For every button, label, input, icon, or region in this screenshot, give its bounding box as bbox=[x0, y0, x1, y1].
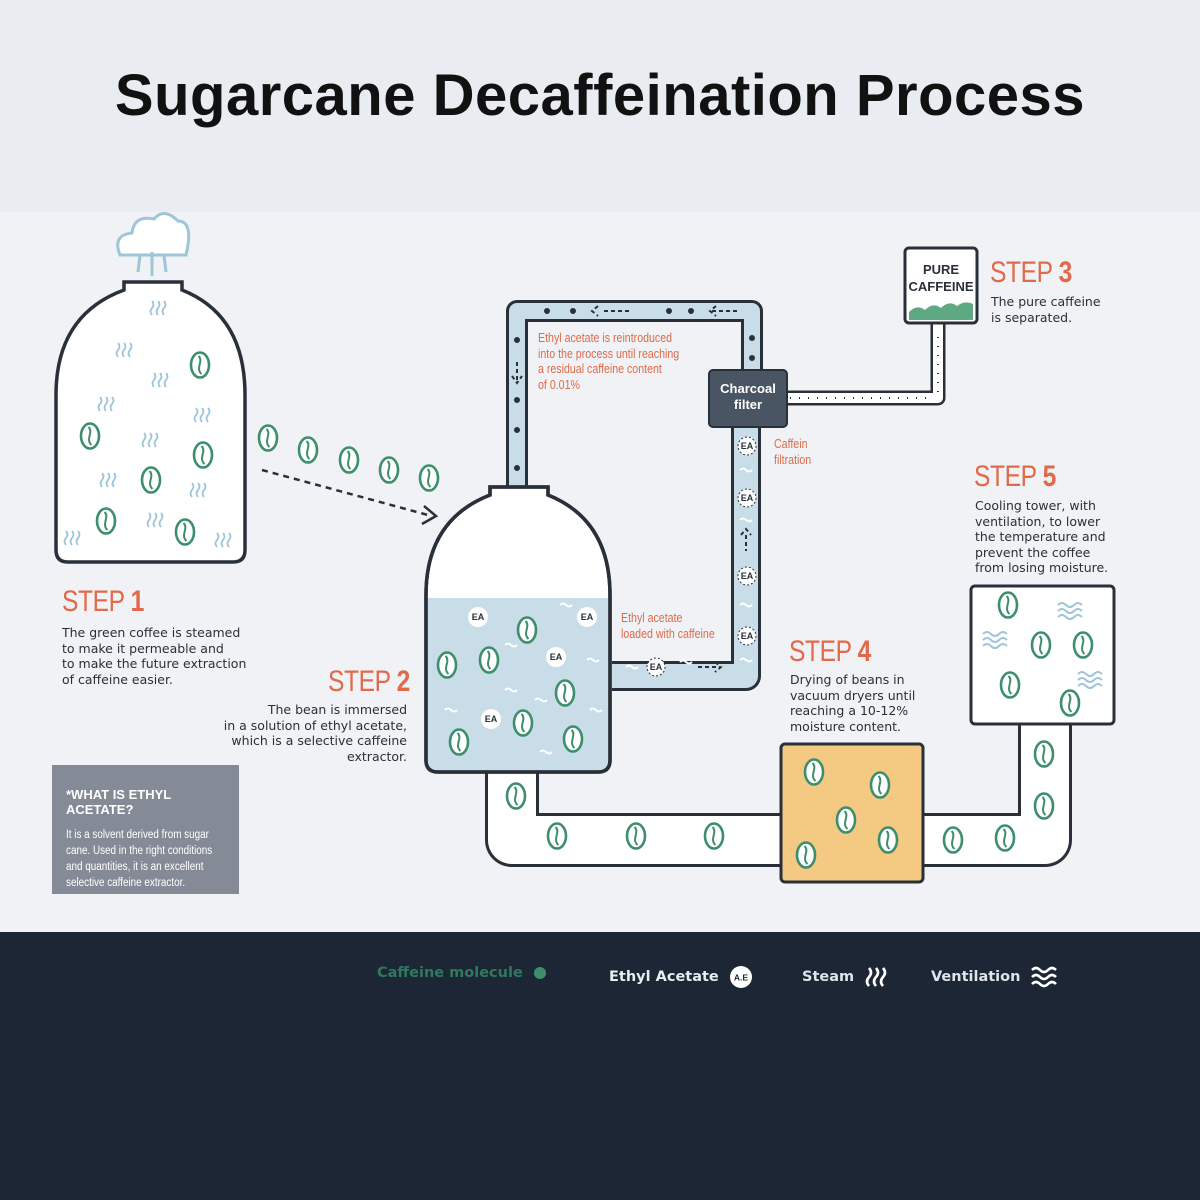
steam-vessel bbox=[54, 212, 247, 564]
ethyl-acetate-badge-icon: A.E bbox=[729, 966, 752, 988]
step-2-title: STEP 2 bbox=[328, 665, 410, 698]
caffeine-line bbox=[780, 320, 946, 406]
ventilation-icon bbox=[1031, 966, 1058, 988]
legend-ethyl-acetate: Ethyl Acetate A.E bbox=[609, 965, 753, 989]
legend-steam-label: Steam bbox=[802, 969, 855, 985]
svg-text:filter: filter bbox=[734, 397, 762, 412]
svg-text:EA: EA bbox=[741, 493, 754, 503]
legend-bar: Caffeine molecule Ethyl Acetate A.E Stea… bbox=[0, 932, 1200, 1200]
svg-text:PURE: PURE bbox=[923, 262, 959, 277]
page-title: Sugarcane Decaffeination Process bbox=[114, 63, 1086, 128]
legend-ethyl-acetate-label: Ethyl Acetate bbox=[609, 969, 719, 985]
legend-caffeine: Caffeine molecule bbox=[377, 965, 547, 981]
charcoal-filter: Charcoal filter bbox=[708, 369, 788, 428]
svg-text:A.E: A.E bbox=[734, 973, 749, 983]
process-diagram: EA EA EA EA EA EA EA EA EA Charcoal filt… bbox=[54, 212, 1116, 884]
svg-text:EA: EA bbox=[472, 612, 485, 622]
extraction-vessel bbox=[424, 485, 612, 774]
step-1-title: STEP 1 bbox=[62, 585, 144, 618]
legend-ventilation: Ventilation bbox=[931, 965, 1062, 989]
svg-text:EA: EA bbox=[550, 652, 563, 662]
steam-cloud-icon bbox=[116, 212, 191, 276]
beans-transfer bbox=[257, 424, 440, 526]
svg-text:EA: EA bbox=[485, 714, 498, 724]
info-box-heading: *WHAT IS ETHYL ACETATE? bbox=[66, 787, 171, 817]
steam-icon bbox=[865, 967, 887, 987]
svg-text:EA: EA bbox=[581, 612, 594, 622]
ea-markers: EA EA EA EA EA EA EA EA EA bbox=[468, 436, 757, 729]
svg-text:EA: EA bbox=[650, 662, 663, 672]
ethyl-acetate-info-box: *WHAT IS ETHYL ACETATE? It is a solvent … bbox=[52, 765, 239, 894]
vacuum-dryer bbox=[779, 742, 925, 884]
flow-arrows bbox=[511, 305, 755, 673]
legend-ventilation-label: Ventilation bbox=[931, 969, 1021, 985]
legend-steam: Steam bbox=[802, 965, 888, 989]
svg-text:EA: EA bbox=[741, 571, 754, 581]
legend-caffeine-label: Caffeine molecule bbox=[377, 965, 523, 981]
step-4-title: STEP 4 bbox=[789, 635, 871, 668]
cooling-tower bbox=[969, 584, 1116, 726]
svg-text:Charcoal: Charcoal bbox=[720, 381, 776, 396]
caffeine-dot-icon bbox=[533, 967, 546, 979]
svg-text:EA: EA bbox=[741, 631, 754, 641]
svg-text:EA: EA bbox=[741, 441, 754, 451]
step-3-title: STEP 3 bbox=[990, 256, 1072, 289]
pure-caffeine-box: PURE CAFFEINE bbox=[903, 246, 979, 325]
step-5-title: STEP 5 bbox=[974, 460, 1056, 493]
svg-text:CAFFEINE: CAFFEINE bbox=[909, 279, 974, 294]
